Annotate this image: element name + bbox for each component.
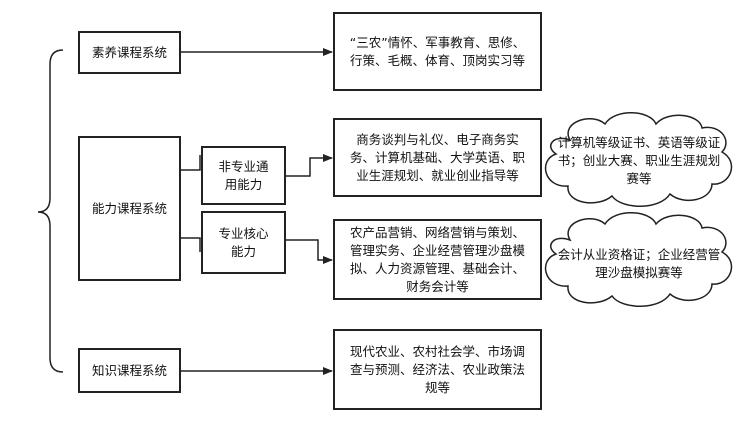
core-ability-box: 专业核心能力 (201, 211, 286, 274)
arrow-core (286, 239, 333, 264)
quality-course-system-label: 素养课程系统 (91, 44, 167, 60)
knowledge-course-system-box: 知识课程系统 (78, 348, 181, 393)
core-courses-text: 农产品营销、网络营销与策划、管理实务、企业经营管理沙盘模拟、人力资源管理、基础会… (349, 224, 525, 294)
knowledge-courses-text: 现代农业、农村社会学、市场调查与预测、经济法、农业政策法规等 (349, 343, 525, 395)
connector-ability-core (181, 237, 201, 252)
core-certificates-text: 会计从业资格证；企业经营管理沙盘模拟赛等 (557, 247, 721, 280)
arrow-general (286, 154, 333, 177)
cloud-core (544, 212, 733, 307)
knowledge-courses-box: 现代农业、农村社会学、市场调查与预测、经济法、农业政策法规等 (333, 329, 542, 410)
left-brace (37, 49, 64, 373)
core-ability-label: 专业核心能力 (218, 225, 269, 259)
core-courses-box: 农产品营销、网络营销与策划、管理实务、企业经营管理沙盘模拟、人力资源管理、基础会… (333, 219, 542, 300)
general-courses-text: 商务谈判与礼仪、电子商务实务、计算机基础、大学英语、职业生涯规划、就业创业指导等 (349, 131, 525, 183)
ability-course-system-label: 能力课程系统 (91, 200, 167, 216)
general-courses-box: 商务谈判与礼仪、电子商务实务、计算机基础、大学英语、职业生涯规划、就业创业指导等 (333, 118, 542, 197)
general-ability-box: 非专业通用能力 (201, 146, 286, 205)
cloud-general (544, 112, 733, 207)
general-certificates-text: 计算机等级证书、英语等级证书；创业大赛、职业生涯规划赛等 (557, 135, 721, 186)
quality-courses-text: “三农”情怀、军事教育、思修、行策、毛概、体育、顶岗实习等 (349, 34, 526, 68)
general-ability-label: 非专业通用能力 (218, 158, 269, 192)
ability-course-system-box: 能力课程系统 (78, 136, 181, 281)
knowledge-course-system-label: 知识课程系统 (91, 362, 167, 378)
connector-ability-general (181, 155, 201, 171)
quality-courses-box: “三农”情怀、军事教育、思修、行策、毛概、体育、顶岗实习等 (333, 12, 542, 91)
quality-course-system-box: 素养课程系统 (78, 31, 181, 74)
